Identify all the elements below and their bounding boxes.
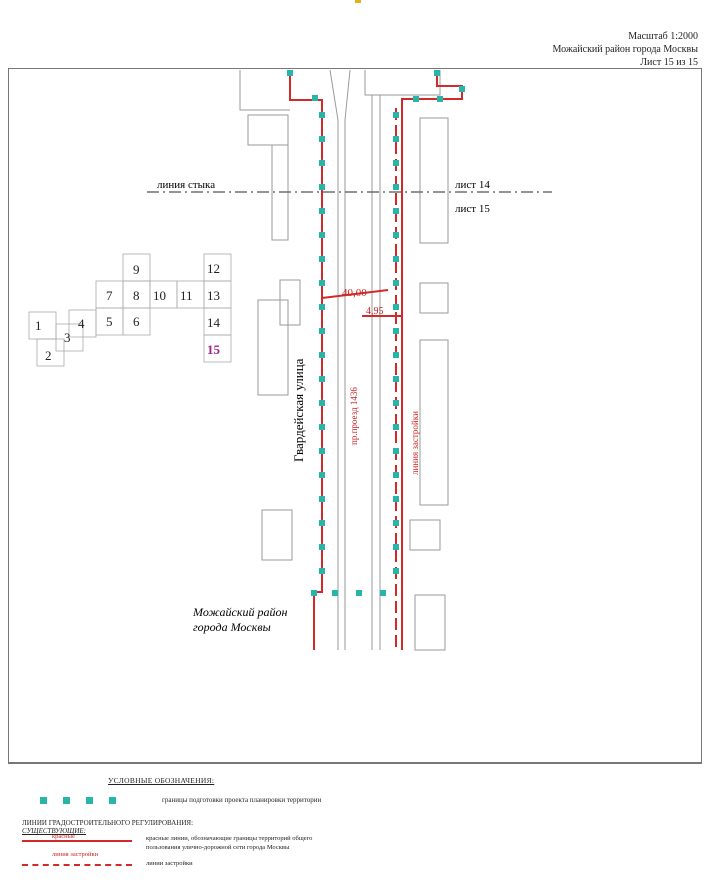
build-line-swatch-label: линия застройки [52, 851, 99, 858]
legend-existing: СУЩЕСТВУЮЩИЕ: [22, 827, 87, 835]
build-line-desc: линии застройки [146, 860, 193, 867]
dimension-main-label: 40,00 [342, 287, 367, 299]
building [419, 282, 449, 314]
sheet-cell: 14 [207, 315, 221, 330]
sheet-above-label: лист 14 [455, 179, 490, 191]
legend-markers-desc: границы подготовки проекта планировки те… [162, 796, 322, 804]
sheet-index-numbers: 1 2 3 4 5 6 7 8 9 10 11 12 13 14 15 [35, 261, 221, 363]
building [419, 117, 449, 244]
sheet-cell: 7 [106, 288, 113, 303]
building [364, 70, 441, 96]
dimension-small-label: 4,95 [366, 306, 384, 317]
junction-label: линия стыка [157, 179, 215, 191]
building [239, 70, 290, 111]
district-label-line2: города Москвы [193, 620, 271, 634]
sheet-header: Масштаб 1:2000 Можайский район города Мо… [553, 30, 698, 69]
sheet-cell: 8 [133, 288, 140, 303]
sheet-cell: 9 [133, 262, 140, 277]
sheet-cell: 12 [207, 261, 220, 276]
boundary-marker-swatch [40, 796, 47, 804]
building [414, 594, 446, 651]
road-edges [329, 69, 381, 650]
boundary-marker-swatch [109, 796, 116, 804]
red-line-desc-1: красные линии, обозначающие границы терр… [146, 835, 313, 842]
build-line-swatch [22, 864, 132, 866]
boundary-markers-east [393, 70, 465, 574]
sheet-cell: 13 [207, 288, 220, 303]
building [247, 114, 289, 146]
building [409, 519, 441, 551]
scale-label: Масштаб 1:2000 [628, 31, 698, 42]
sheet-cell: 4 [78, 316, 85, 331]
boundary-marker-swatch [63, 796, 70, 804]
build-line-label: линия застройки [410, 411, 420, 475]
red-line-swatch-label: красные [52, 833, 75, 840]
legend-markers-row: границы подготовки проекта планировки те… [40, 796, 321, 804]
red-line-west [289, 72, 323, 650]
buildings [239, 70, 449, 651]
district-label-line1: Можайский район [192, 605, 287, 619]
red-line-desc-2: пользования улично-дорожной сети города … [146, 844, 290, 851]
sheet-cell: 5 [106, 314, 113, 329]
sheet-cell: 2 [45, 348, 52, 363]
passage-name: пр.проезд 1436 [349, 387, 359, 445]
sheet-cell: 3 [64, 330, 71, 345]
building [279, 279, 301, 326]
legend-title: УСЛОВНЫЕ ОБОЗНАЧЕНИЯ: [108, 776, 215, 785]
top-edge-mark [355, 0, 361, 3]
building [261, 509, 293, 561]
sheet-cell: 6 [133, 314, 140, 329]
sheet-below-label: лист 15 [455, 203, 490, 215]
boundary-marker-swatch [86, 796, 93, 804]
legend: УСЛОВНЫЕ ОБОЗНАЧЕНИЯ: границы подготовки… [8, 763, 702, 884]
red-lines [289, 72, 463, 650]
sheet-number: Лист 15 из 15 [640, 57, 698, 68]
street-name: Гвардейская улица [291, 358, 306, 462]
sheet-index-grid [28, 253, 232, 367]
red-line-east [401, 72, 463, 650]
red-line-swatch [22, 840, 132, 842]
building [419, 339, 449, 506]
sheet-cell-current: 15 [207, 342, 221, 357]
boundary-markers-west [287, 70, 386, 596]
legend-group-title: ЛИНИИ ГРАДОСТРОИТЕЛЬНОГО РЕГУЛИРОВАНИЯ: [22, 819, 194, 827]
sheet-cell: 10 [153, 288, 166, 303]
dimension-40 [321, 289, 389, 299]
sheet-cell: 11 [180, 288, 193, 303]
sheet-cell: 1 [35, 318, 42, 333]
building [257, 299, 289, 396]
map-frame [8, 68, 702, 763]
district-title: Можайский район города Москвы [552, 44, 698, 55]
